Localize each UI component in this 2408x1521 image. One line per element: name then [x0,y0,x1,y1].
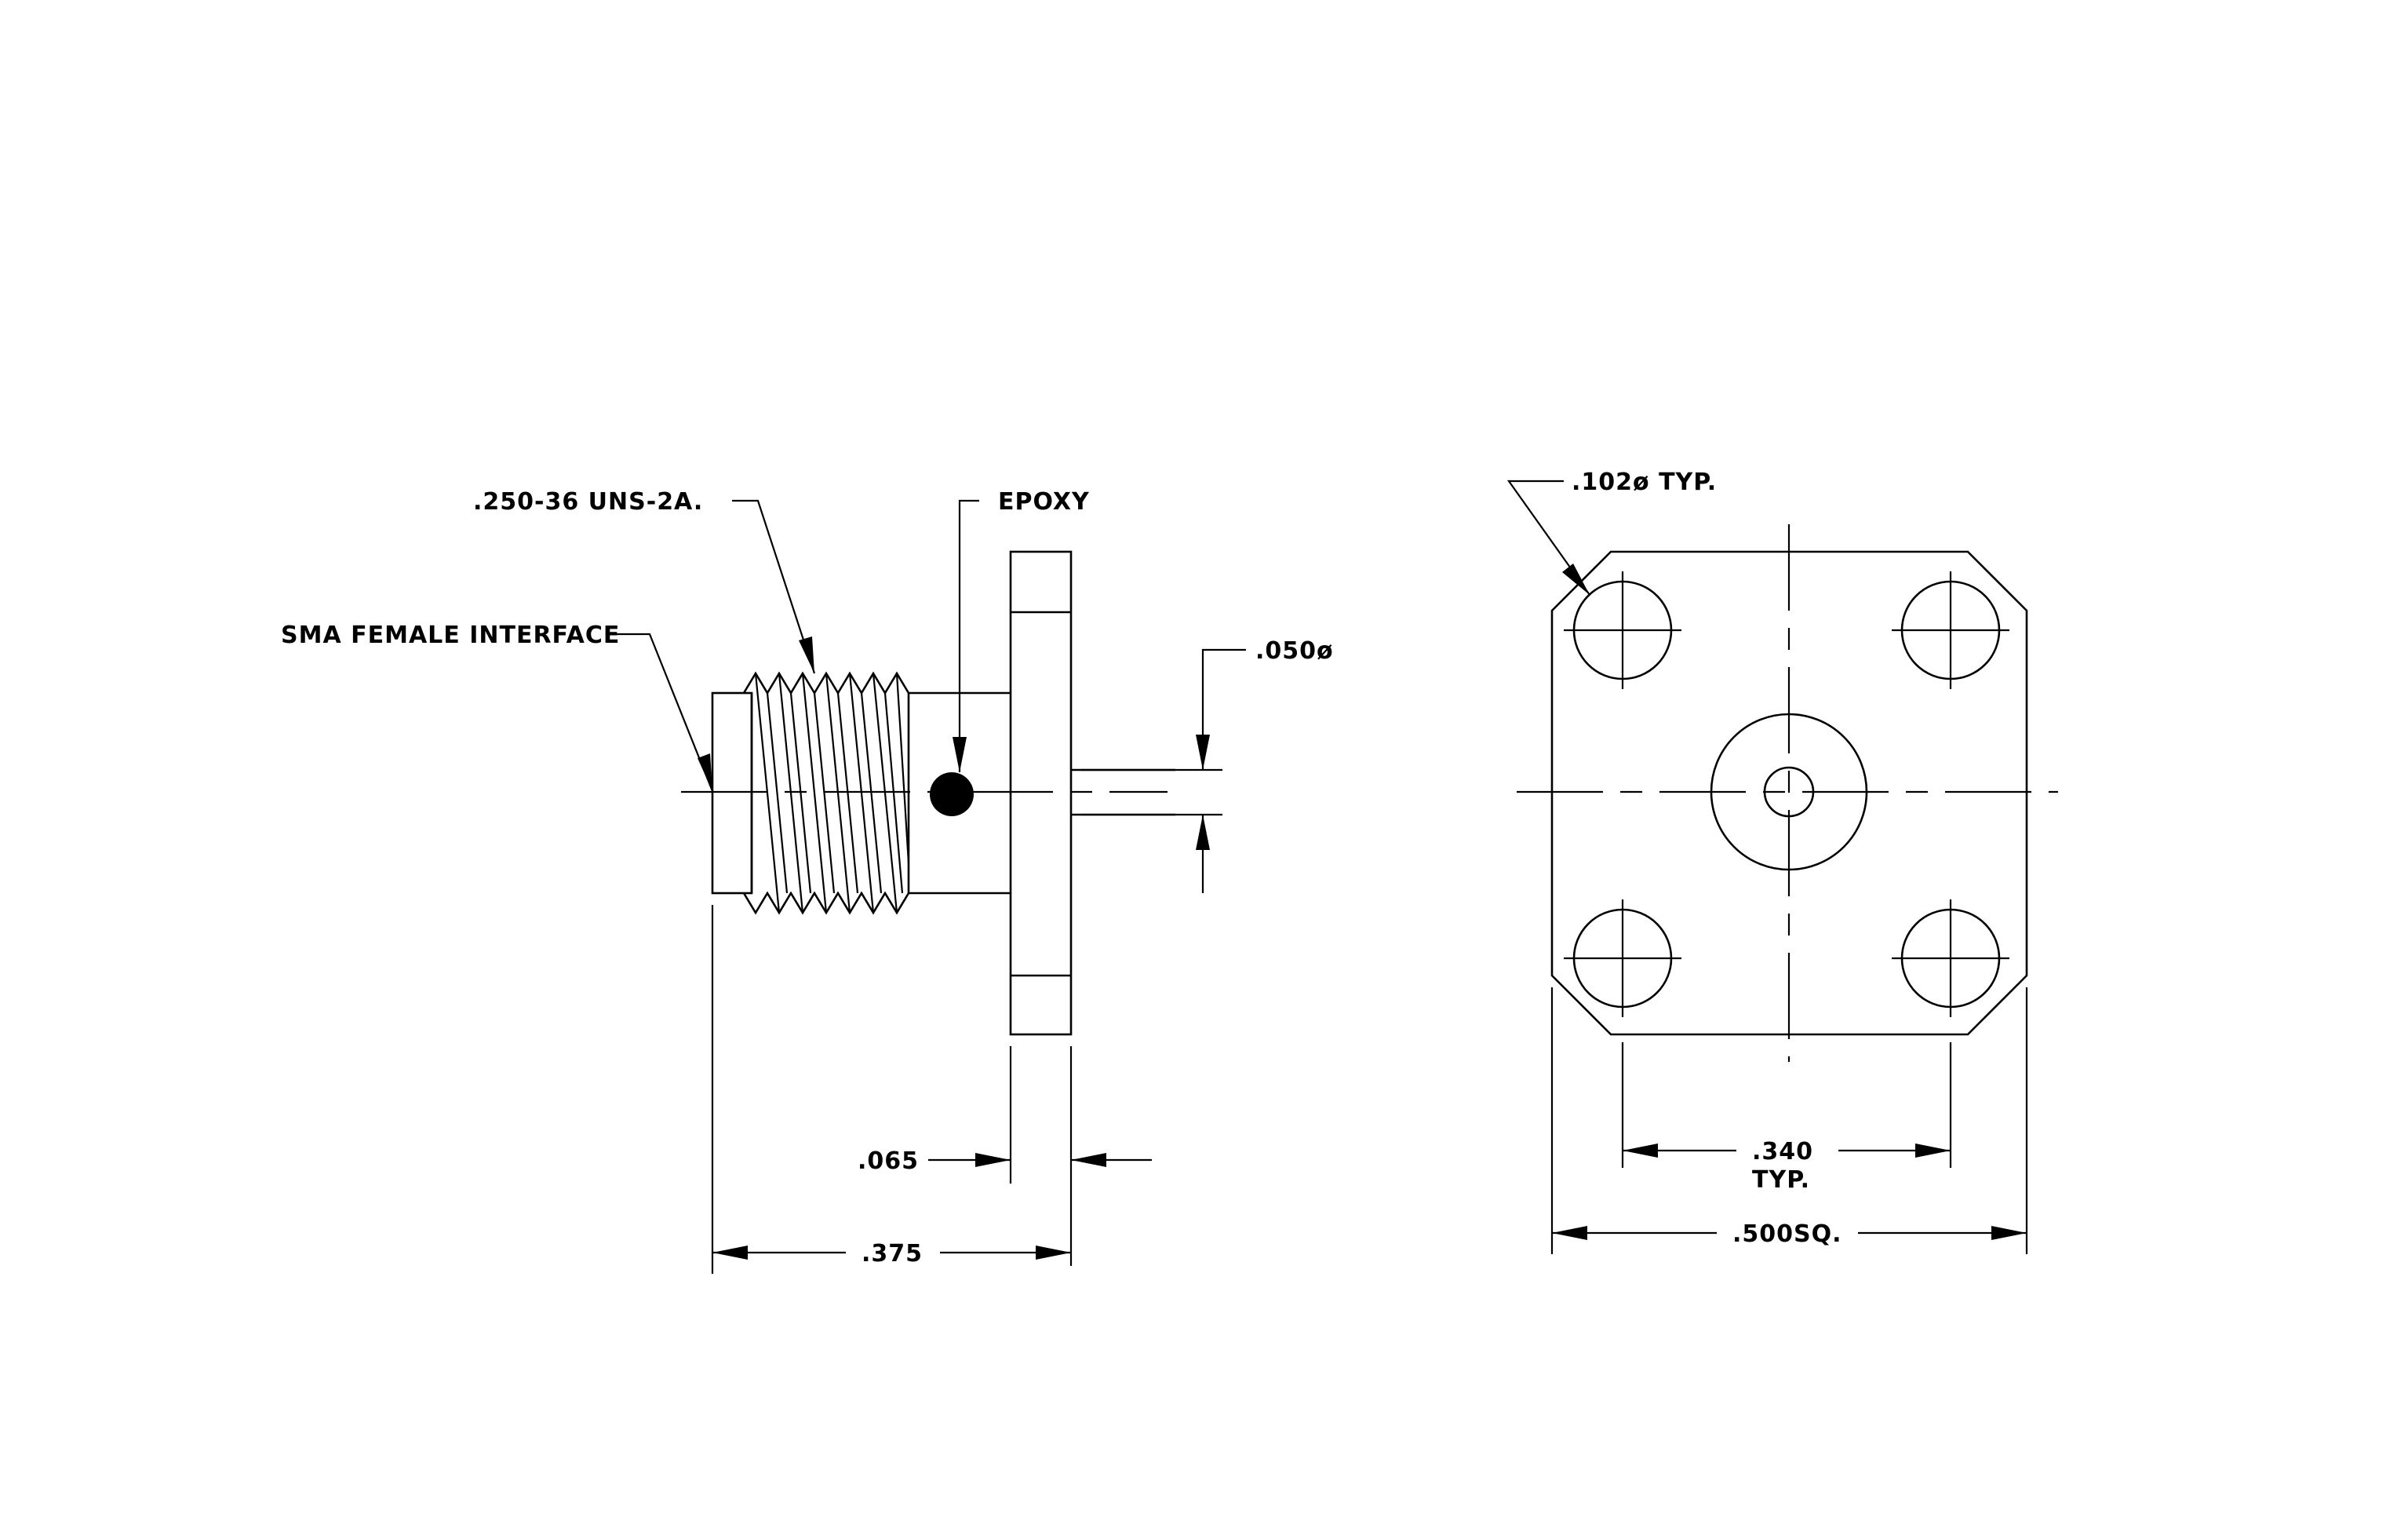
flange-side [1009,550,1073,1036]
flange-size-label: .500SQ. [1732,1220,1842,1248]
flange-thickness-dimension [928,1046,1152,1266]
mounting-hole-top-left [1564,571,1681,689]
threaded-section [742,671,910,915]
mounting-hole-top-right [1892,571,2009,689]
hole-label: .102ø TYP. [1572,469,1717,496]
interface-leader [614,633,714,792]
side-view: SMA FEMALE INTERFACE .250-36 UNS-2A. EPO… [281,488,1334,1274]
center-contact [1763,766,1815,818]
flange-size-dimension [1550,987,2028,1254]
mounting-hole-bottom-right [1892,899,2009,1017]
epoxy-leader [953,499,979,772]
hole-spacing-dimension [1621,1042,1952,1168]
flange-thickness-label: .065 [858,1147,919,1175]
overall-length-dimension [711,905,1071,1274]
interface-body [711,691,753,895]
hole-leader [1506,480,1590,596]
mounting-hole-bottom-left [1564,899,1681,1017]
thread-label: .250-36 UNS-2A. [473,488,703,516]
interface-label: SMA FEMALE INTERFACE [281,622,620,649]
overall-length-label: .375 [862,1240,923,1268]
hole-spacing-label: .340 [1752,1138,1813,1165]
pin-diameter-dimension [1081,648,1246,893]
center-insulator [1710,713,1868,871]
flange-outline [1550,550,2028,1036]
epoxy-dot [930,772,974,816]
hole-spacing-note: TYP. [1752,1166,1810,1194]
front-view: .102ø TYP. .340 TYP. .500SQ. [1506,469,2058,1254]
epoxy-label: EPOXY [998,488,1090,516]
thread-leader [732,499,816,674]
pin-diameter-label: .050ø [1255,637,1334,665]
